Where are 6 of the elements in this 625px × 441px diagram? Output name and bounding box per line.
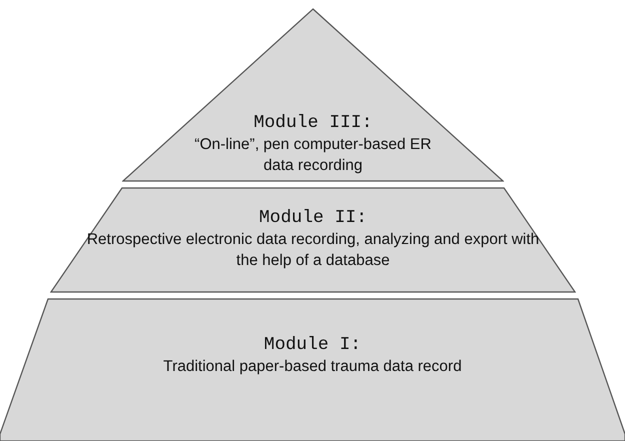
tier-heading: Module I: [264,334,362,356]
tier-heading: Module III: [254,112,372,134]
tier-description: Retrospective electronic data recording, analyzing and export with the help of a database [86,230,540,271]
tier-description: “On-line”, pen computer-based ER data recording [194,135,432,176]
tier-heading: Module II: [258,207,368,229]
tier-description: Traditional paper-based trauma data record [163,357,462,377]
